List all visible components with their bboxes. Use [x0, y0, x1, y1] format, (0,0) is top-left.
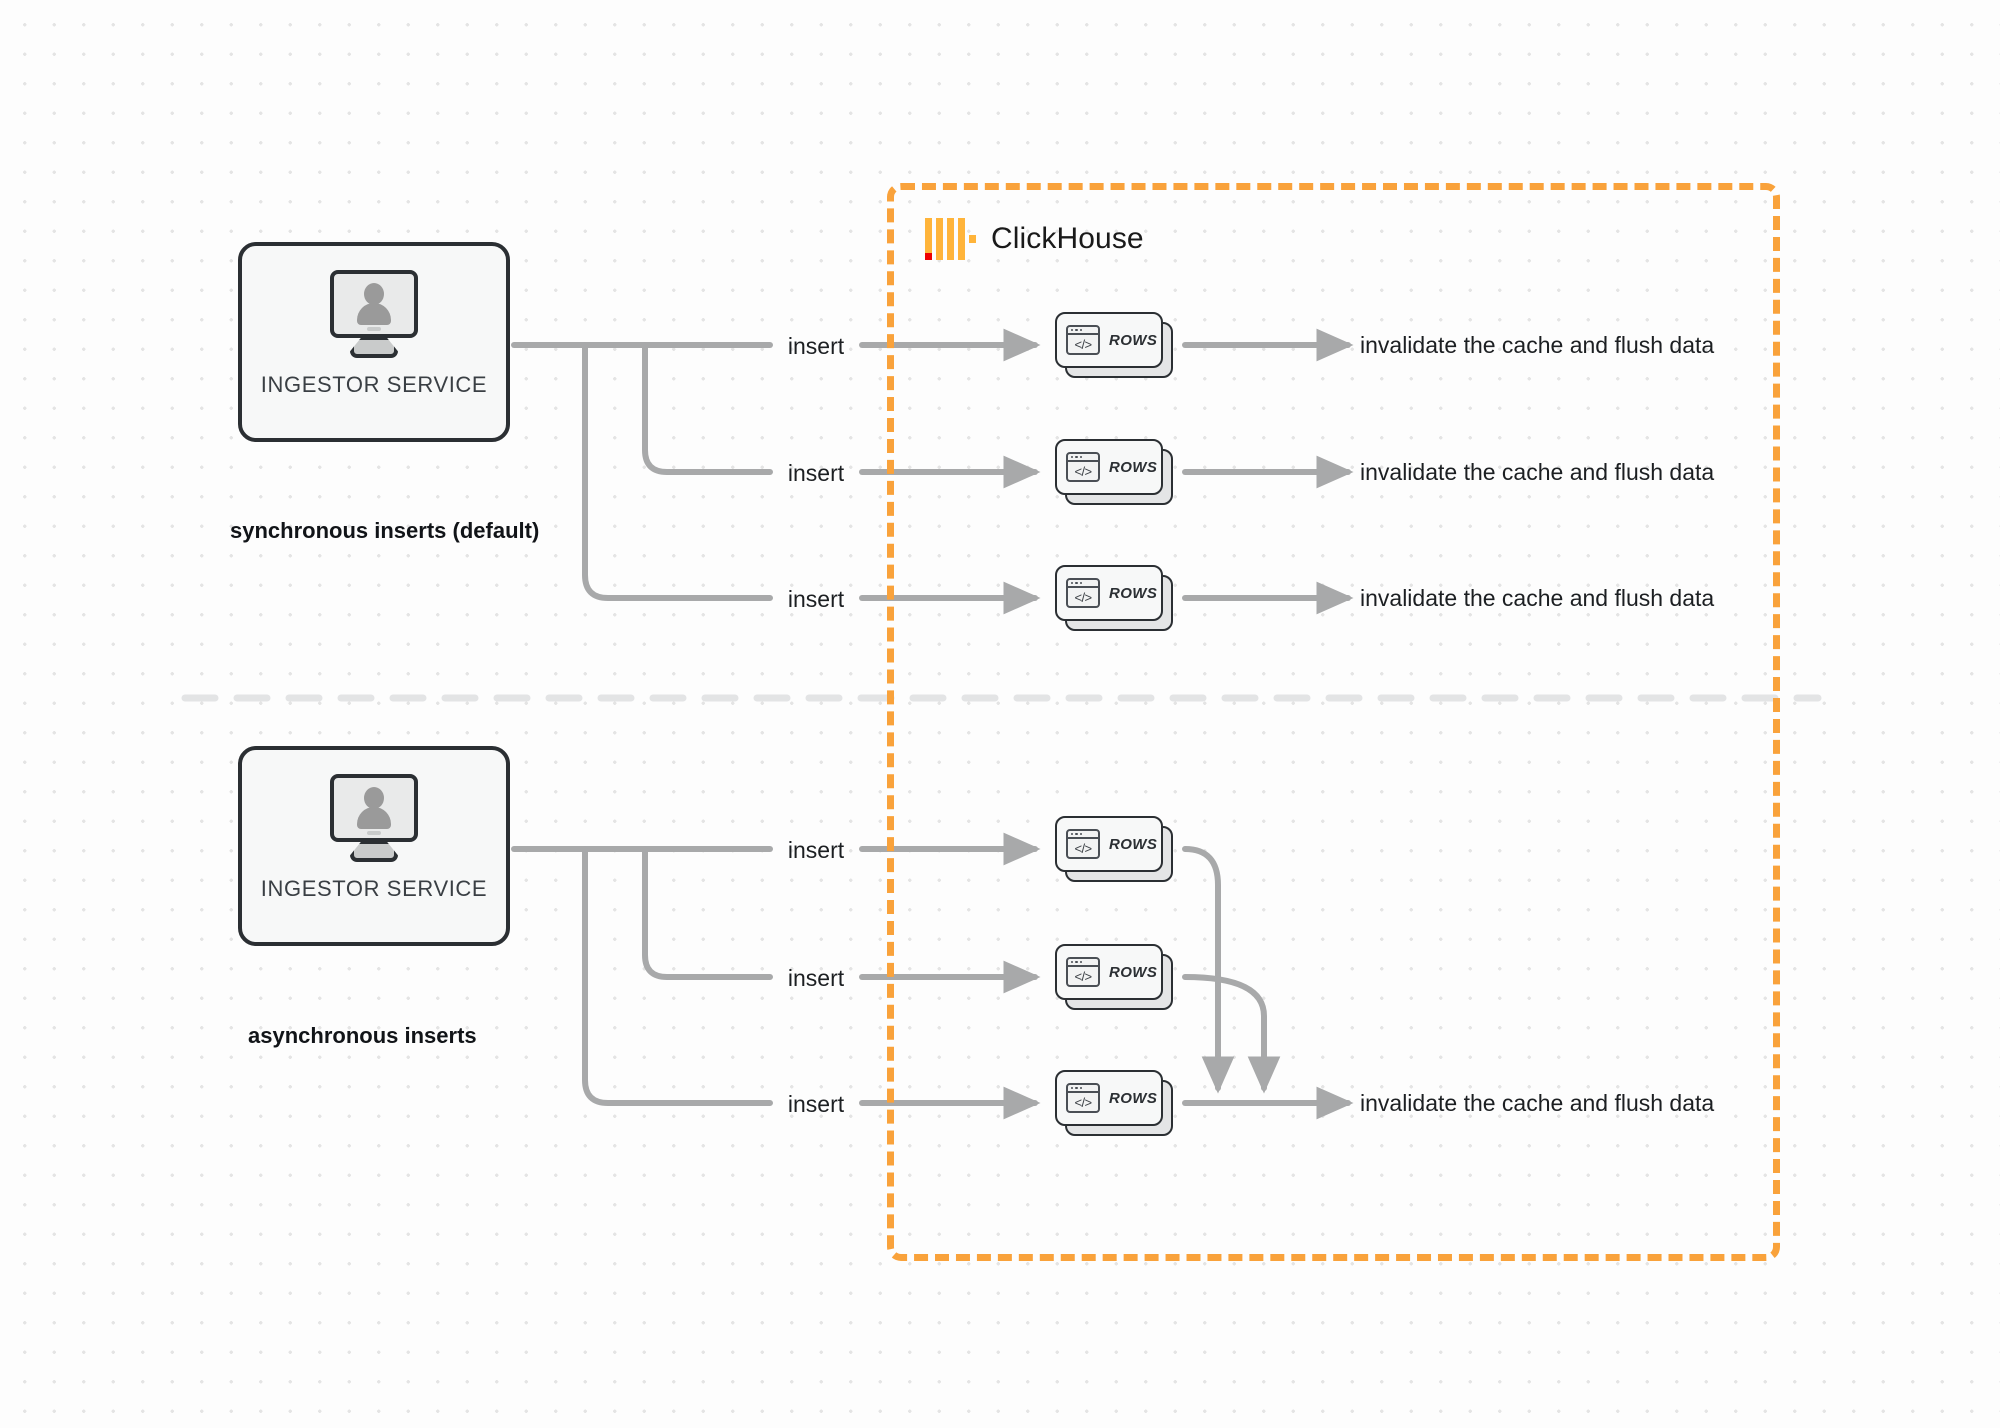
edge-label-insert-sync-1: insert: [787, 333, 845, 359]
edge-sync-branch-3: [582, 342, 773, 601]
section-caption-synchronous: synchronous inserts (default): [230, 518, 540, 543]
edge-label-insert-async-3: insert: [787, 1091, 845, 1117]
edge-label-insert-async-2: insert: [787, 965, 845, 991]
edge-label-insert-sync-3: insert: [787, 586, 845, 612]
edge-label-insert-sync-2: insert: [787, 460, 845, 486]
monitor-user-icon: [326, 270, 422, 358]
clickhouse-logo-icon: [925, 218, 976, 260]
result-label-sync-2: invalidate the cache and flush data: [1360, 459, 1715, 485]
rows-card-label: ROWS: [1109, 835, 1158, 853]
rows-card-sync-2[interactable]: </> ROWS: [1055, 439, 1173, 505]
rows-card-async-1[interactable]: </> ROWS: [1055, 816, 1173, 882]
clickhouse-header: ClickHouse: [925, 218, 1144, 260]
monitor-user-icon: [326, 774, 422, 862]
section-caption-asynchronous: asynchronous inserts: [248, 1023, 477, 1048]
result-label-async-merged: invalidate the cache and flush data: [1360, 1090, 1715, 1116]
rows-card-label: ROWS: [1109, 584, 1158, 602]
edge-async-branch-2: [642, 846, 773, 980]
rows-card-label: ROWS: [1109, 458, 1158, 476]
rows-card-async-2[interactable]: </> ROWS: [1055, 944, 1173, 1010]
rows-card-label: ROWS: [1109, 963, 1158, 981]
code-window-icon: </>: [1066, 452, 1100, 482]
edge-async-merge-1: [1182, 846, 1235, 1094]
result-label-sync-1: invalidate the cache and flush data: [1360, 332, 1715, 358]
rows-card-sync-1[interactable]: </> ROWS: [1055, 312, 1173, 378]
result-label-sync-3: invalidate the cache and flush data: [1360, 585, 1715, 611]
code-window-icon: </>: [1066, 829, 1100, 859]
code-window-icon: </>: [1066, 957, 1100, 987]
clickhouse-label: ClickHouse: [991, 222, 1144, 255]
code-window-icon: </>: [1066, 578, 1100, 608]
clickhouse-boundary: [887, 183, 1780, 1261]
rows-card-sync-3[interactable]: </> ROWS: [1055, 565, 1173, 631]
rows-card-label: ROWS: [1109, 331, 1158, 349]
edge-async-merge-2: [1182, 974, 1281, 1094]
edge-sync-branch-2: [642, 342, 773, 475]
ingestor-service-label-sync: INGESTOR SERVICE: [260, 372, 488, 397]
edge-async-branch-3: [582, 846, 773, 1106]
edge-label-insert-async-1: insert: [787, 837, 845, 863]
ingestor-service-async[interactable]: INGESTOR SERVICE: [238, 746, 510, 946]
code-window-icon: </>: [1066, 325, 1100, 355]
rows-card-label: ROWS: [1109, 1089, 1158, 1107]
rows-card-async-3[interactable]: </> ROWS: [1055, 1070, 1173, 1136]
ingestor-service-label-async: INGESTOR SERVICE: [260, 876, 488, 901]
ingestor-service-sync[interactable]: INGESTOR SERVICE: [238, 242, 510, 442]
code-window-icon: </>: [1066, 1083, 1100, 1113]
